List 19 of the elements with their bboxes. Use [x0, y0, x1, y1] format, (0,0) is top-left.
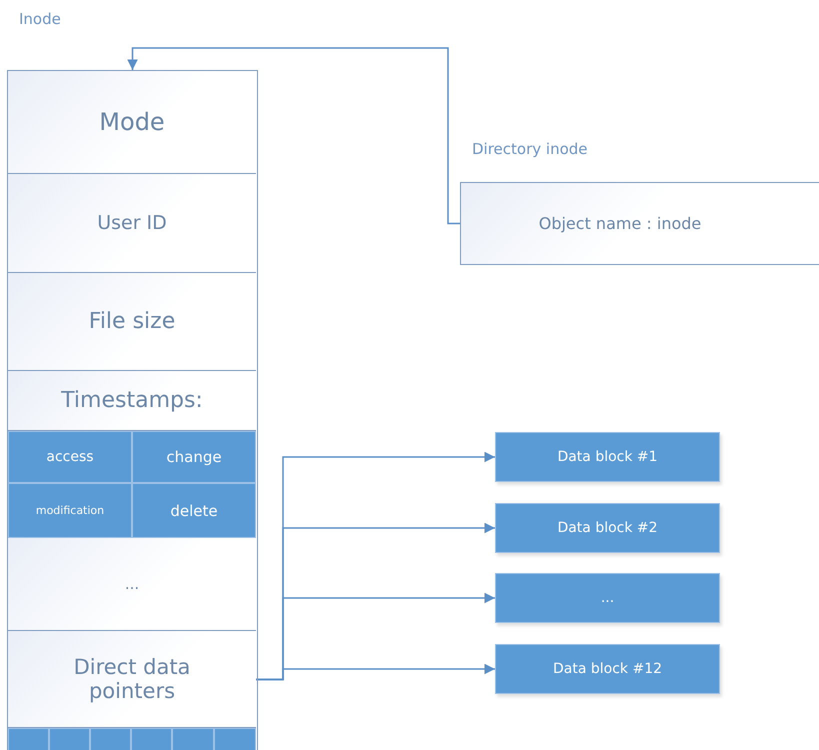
entry-text: Object name : inode — [538, 214, 702, 233]
field-cell: modification — [8, 483, 132, 538]
field-cell: access — [8, 431, 132, 483]
field-cell: ... — [8, 538, 256, 631]
arrow — [127, 47, 460, 224]
field-cell: Timestamps: — [8, 371, 256, 431]
data-block: ... — [495, 573, 720, 623]
data-block: Data block #2 — [495, 503, 720, 553]
arrow — [256, 664, 495, 680]
field-cell: File size — [8, 273, 256, 371]
data-block: Data block #1 — [495, 432, 720, 482]
field-cell: Direct data pointers — [8, 631, 256, 728]
data-block: Data block #12 — [495, 644, 720, 694]
field-cell: User ID — [8, 174, 256, 273]
heading: Directory inode — [472, 140, 588, 158]
field-cell: Mode — [8, 71, 256, 174]
field-cell: change — [132, 431, 256, 483]
heading: Inode — [19, 10, 61, 28]
field-cell: delete — [132, 483, 256, 538]
